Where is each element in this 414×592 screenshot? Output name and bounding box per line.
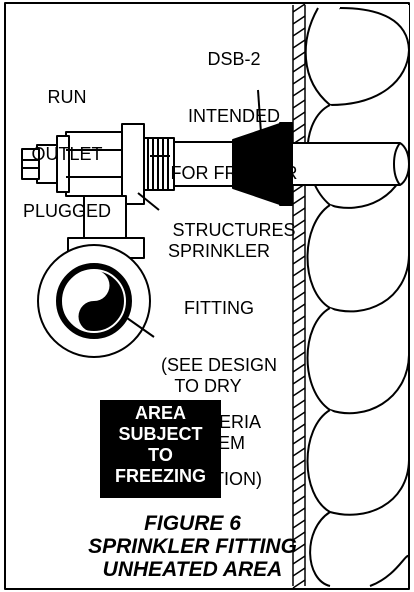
caption-title-line: SPRINKLER FITTING bbox=[88, 535, 297, 558]
area-box-line: FREEZING bbox=[114, 466, 206, 486]
caption-figure-number: FIGURE 6 bbox=[144, 512, 241, 535]
run-outlet-line: PLUGGED bbox=[22, 201, 112, 221]
leader-lines bbox=[126, 89, 262, 338]
dsb-line: INTENDED bbox=[187, 106, 280, 126]
area-box-line: SUBJECT bbox=[118, 424, 203, 444]
area-subject-to-freezing-box: AREA SUBJECT TO FREEZING bbox=[100, 400, 221, 498]
to-dry-line: TO DRY bbox=[174, 376, 242, 396]
area-box-line: TO bbox=[148, 445, 173, 465]
sprinkler-fitting-line: SPRINKLER bbox=[167, 241, 271, 261]
figure-caption: FIGURE 6 SPRINKLER FITTING UNHEATED AREA bbox=[0, 512, 385, 581]
dsb-line: DSB-2 bbox=[207, 49, 261, 69]
sprinkler-fitting-line: (SEE DESIGN bbox=[160, 355, 278, 375]
run-outlet-label: RUN OUTLET PLUGGED bbox=[22, 50, 112, 259]
horizontal-pipe bbox=[143, 137, 234, 191]
dry-pipe-end bbox=[37, 244, 151, 358]
tee-fitting bbox=[56, 123, 145, 205]
run-outlet-plug bbox=[21, 144, 58, 184]
dsb-line: STRUCTURES bbox=[172, 220, 296, 240]
run-outlet-line: OUTLET bbox=[31, 144, 103, 164]
dsb-line: FOR FREEZER bbox=[170, 163, 298, 183]
insulation-wall bbox=[304, 5, 410, 587]
dsb-label: DSB-2 INTENDED FOR FREEZER STRUCTURES bbox=[166, 12, 302, 278]
run-outlet-line: RUN bbox=[47, 87, 87, 107]
wall-hatching bbox=[292, 3, 306, 589]
caption-title-line: UNHEATED AREA bbox=[102, 558, 283, 581]
area-box-line: AREA bbox=[134, 403, 186, 423]
pipe-through-wall bbox=[278, 142, 410, 186]
sprinkler-fitting-line: FITTING bbox=[184, 298, 254, 318]
